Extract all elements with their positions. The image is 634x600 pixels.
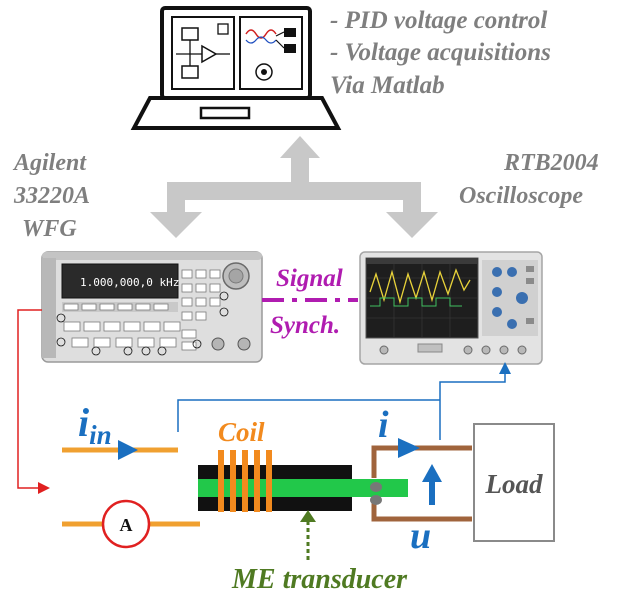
- transducer-pointer: ME transducer: [231, 510, 408, 595]
- note-line2: - Voltage acquisitions: [330, 39, 551, 66]
- voltage-label: u: [410, 515, 431, 557]
- coil-transducer: Coil: [198, 417, 408, 512]
- ammeter-label: A: [120, 515, 133, 535]
- scope-label: RTB2004 Oscilloscope: [459, 150, 599, 209]
- transducer-label: ME transducer: [231, 564, 408, 595]
- wfg-display-frequency: 1.000,000,0 kHz: [80, 276, 179, 289]
- load-label: Load: [485, 469, 543, 499]
- output-current-arrow: [398, 438, 420, 458]
- bus-right-arrowhead: [386, 212, 438, 238]
- signal-label: Signal: [276, 265, 343, 292]
- bus-left-arrowhead: [150, 212, 202, 238]
- coil-label: Coil: [218, 417, 265, 447]
- wfg-label-line1: Agilent: [12, 150, 87, 176]
- laptop-icon: [130, 6, 342, 130]
- bus-up-arrowhead: [280, 136, 320, 158]
- notes-text: - PID voltage control - Voltage acquisit…: [330, 7, 551, 99]
- gray-bus-arrows: [150, 136, 438, 238]
- bus-right-stem: [403, 192, 421, 214]
- bus-horizontal: [167, 182, 421, 200]
- input-current-label: iin: [78, 400, 112, 450]
- blue-acquisition-wire: [177, 362, 511, 440]
- input-wires: A: [62, 440, 200, 549]
- wfg-label-line2: 33220A: [13, 183, 90, 209]
- note-line1: - PID voltage control: [330, 7, 547, 34]
- function-generator-icon: 1.000,000,0 kHz: [41, 251, 263, 363]
- bus-left-stem: [167, 192, 185, 214]
- synch-label: Synch.: [270, 312, 340, 339]
- ammeter-icon: [101, 499, 151, 549]
- scope-label-line2: Oscilloscope: [459, 183, 583, 209]
- output-circuit: i u Load: [370, 404, 555, 557]
- output-current-label: i: [378, 404, 389, 446]
- voltage-arrow-head: [422, 464, 442, 482]
- input-current-arrow: [118, 440, 138, 460]
- bus-up-stem: [291, 156, 309, 186]
- wfg-label: Agilent 33220A WFG: [12, 150, 90, 242]
- note-line3: Via Matlab: [330, 72, 445, 99]
- signal-link: Signal Synch.: [262, 265, 358, 339]
- oscilloscope-icon: [359, 251, 543, 365]
- wfg-label-line3: WFG: [22, 216, 77, 242]
- red-trigger-wire: [17, 309, 50, 494]
- scope-label-line1: RTB2004: [503, 150, 599, 176]
- load-box: [473, 423, 555, 542]
